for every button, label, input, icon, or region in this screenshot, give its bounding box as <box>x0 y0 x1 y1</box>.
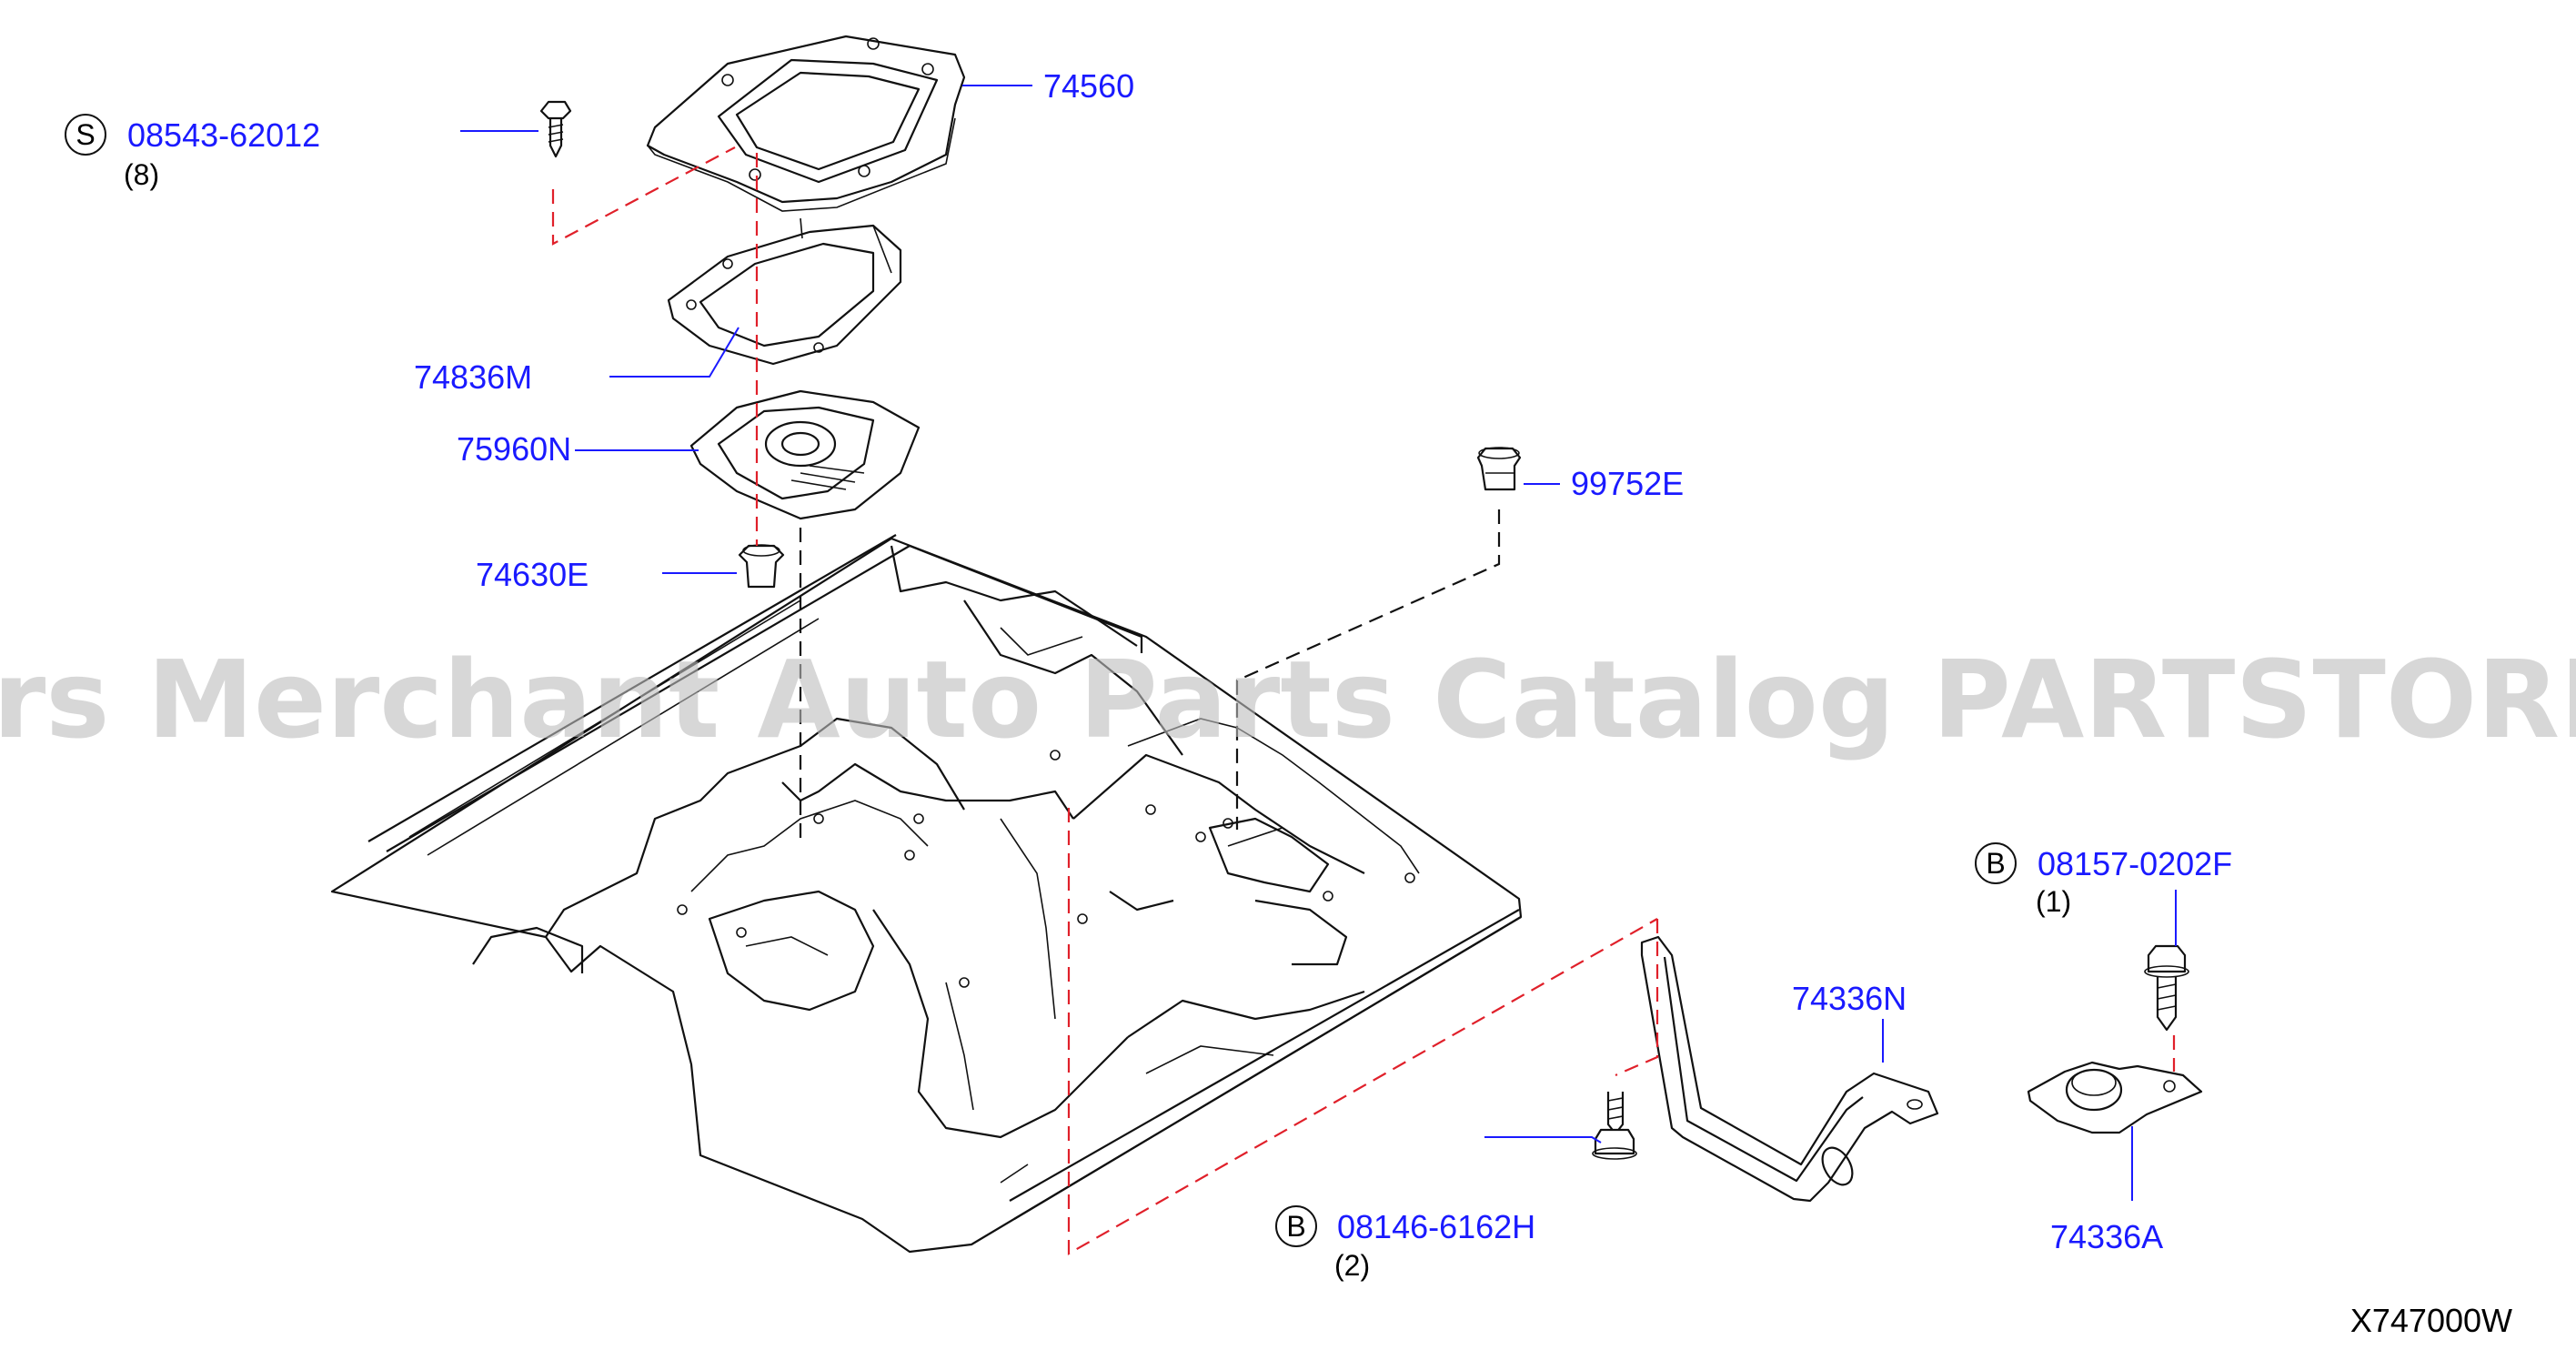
part-number-74630E[interactable]: 74630E <box>476 556 589 593</box>
callout-bolt-top: B 08157-0202F (1) <box>1975 842 2232 918</box>
callout-boot: 75960N <box>457 430 571 468</box>
callout-letter: S <box>75 118 95 151</box>
bolt-top-drawing <box>2144 944 2189 1032</box>
watermark: Offers Merchant Auto Parts Catalog PARTS… <box>0 637 2576 762</box>
part-number-74336A[interactable]: 74336A <box>2050 1218 2163 1255</box>
screw-drawing <box>539 100 572 158</box>
part-number-75960N[interactable]: 75960N <box>457 430 571 468</box>
callout-screw: S 08543-62012 (8) <box>65 114 320 191</box>
callout-brace: 74336N <box>1792 980 1907 1017</box>
cover-drawing <box>646 35 966 212</box>
grommet-drawing <box>738 544 785 589</box>
part-number-99752E[interactable]: 99752E <box>1571 465 1684 502</box>
diagram-code: X747000W <box>2350 1302 2512 1339</box>
callout-plate: 74836M <box>414 358 532 396</box>
callout-letter-circle <box>65 114 106 156</box>
part-quantity: (1) <box>2036 885 2071 918</box>
bolt-bottom-drawing <box>1592 1092 1637 1160</box>
callout-bolt-bottom: B 08146-6162H (2) <box>1275 1205 1535 1282</box>
part-number-08157-0202F[interactable]: 08157-0202F <box>2038 845 2232 882</box>
callout-bracket: 74336A <box>2050 1218 2163 1255</box>
callout-letter-circle <box>1275 1205 1317 1247</box>
callout-grommet: 74630E <box>476 556 589 593</box>
part-number-74836M[interactable]: 74836M <box>414 358 532 396</box>
part-quantity: (2) <box>1334 1249 1370 1282</box>
bracket-drawing <box>2027 1061 2203 1134</box>
part-number-74336N[interactable]: 74336N <box>1792 980 1907 1017</box>
part-quantity: (8) <box>124 158 159 191</box>
plate-drawing <box>667 217 902 366</box>
part-number-74560[interactable]: 74560 <box>1043 67 1134 105</box>
clip-drawing <box>1476 447 1522 491</box>
callout-letter-circle <box>1975 842 2017 884</box>
brace-drawing <box>1640 935 1939 1203</box>
callout-cover: 74560 <box>1043 67 1134 105</box>
leader-lines <box>460 85 2177 1201</box>
guide-lines <box>551 146 2176 1255</box>
part-number-08543-62012[interactable]: 08543-62012 <box>127 116 320 154</box>
callout-letter: B <box>1986 847 2005 880</box>
callout-letter: B <box>1286 1210 1305 1243</box>
callout-clip: 99752E <box>1571 465 1684 502</box>
boot-drawing <box>689 389 921 520</box>
part-number-08146-6162H[interactable]: 08146-6162H <box>1337 1208 1535 1245</box>
